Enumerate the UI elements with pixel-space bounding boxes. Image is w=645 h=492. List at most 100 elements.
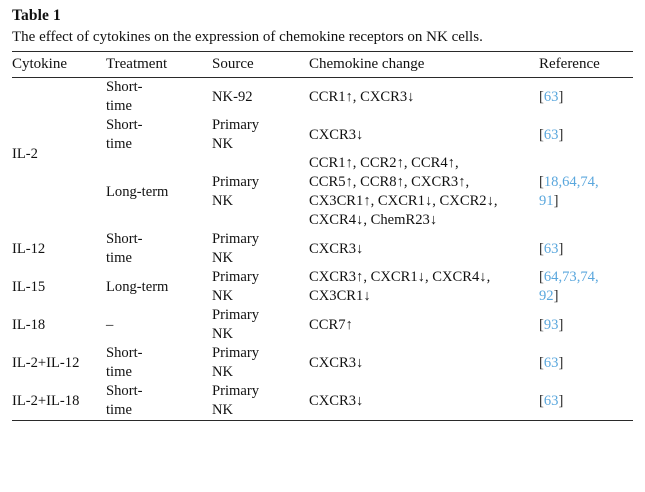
reference-separator: ,	[558, 174, 563, 190]
source-cell-line: Primary	[212, 307, 260, 323]
bracket-close: ]	[558, 354, 564, 371]
reference-citation: [93]	[539, 316, 637, 335]
cytokine-cell-line: IL-12	[12, 240, 46, 257]
column-header-chemokine-change: Chemokine change	[309, 56, 425, 72]
treatment-cell: Short-time	[106, 382, 212, 420]
reference-cell: [93]	[539, 306, 637, 344]
bracket-close: ]	[553, 288, 559, 304]
column-header-cytokine: Cytokine	[12, 56, 67, 72]
treatment-cell: Short-time	[106, 116, 212, 154]
source-cell-line: Primary	[212, 174, 260, 190]
bracket-open: [	[539, 354, 544, 371]
source-cell-line: NK	[212, 288, 234, 304]
table-bottom-rule	[12, 420, 633, 421]
reference-link[interactable]: 74	[580, 269, 595, 285]
reference-separator: ,	[594, 174, 599, 190]
bracket-open: [	[539, 269, 544, 285]
table-header: Cytokine Treatment Source Chemokine chan…	[12, 52, 637, 77]
source-cell-line: NK-92	[212, 88, 253, 105]
reference-link[interactable]: 73	[562, 269, 577, 285]
reference-citation: [63]	[539, 392, 637, 411]
treatment-cell-line: Long-term	[106, 183, 169, 200]
reference-cell: [63]	[539, 78, 637, 116]
chemokine-change-cell-line: CCR1↑, CCR2↑, CCR4↑,	[309, 155, 459, 171]
reference-line: [93]	[539, 316, 637, 335]
treatment-cell-line: time	[106, 98, 132, 114]
cytokine-cell-line: IL-18	[12, 316, 46, 333]
source-cell-line: Primary	[212, 231, 260, 247]
cytokine-cell: IL-2	[12, 78, 106, 230]
treatment-cell-line: time	[106, 250, 132, 266]
reference-link[interactable]: 63	[543, 88, 559, 105]
reference-link[interactable]: 74	[580, 174, 595, 190]
source-cell-line: Primary	[212, 345, 260, 361]
bracket-open: [	[539, 392, 544, 409]
cytokine-cell-line: IL-15	[12, 278, 46, 295]
reference-separator: ,	[576, 269, 581, 285]
source-cell: NK-92	[212, 78, 309, 116]
treatment-cell-line: Short-	[106, 345, 143, 361]
reference-citation: [63]	[539, 126, 637, 145]
cytokine-cell-line: 18	[64, 392, 80, 409]
reference-link[interactable]: 63	[543, 240, 559, 257]
reference-line: 91]	[539, 192, 637, 211]
treatment-cell-line: –	[106, 316, 114, 333]
column-header-reference: Reference	[539, 56, 600, 72]
reference-link[interactable]: 18	[543, 174, 559, 190]
reference-link[interactable]: 64	[562, 174, 577, 190]
reference-link[interactable]: 64	[543, 269, 559, 285]
chemokine-change-cell: CXCR3↑, CXCR1↓, CXCR4↓, CX3CR1↓	[309, 268, 539, 306]
treatment-cell-line: time	[106, 136, 132, 152]
reference-citation: [63]	[539, 354, 637, 373]
treatment-cell: Short-time	[106, 78, 212, 116]
reference-line: [64,73,74,	[539, 268, 637, 287]
reference-line: [63]	[539, 354, 637, 373]
chemokine-change-cell-line: CCR7↑	[309, 316, 353, 333]
chemokine-change-cell-line: CXCR3↑, CXCR1↓, CXCR4↓,	[309, 269, 491, 285]
reference-cell: [63]	[539, 382, 637, 420]
source-cell-line: NK	[212, 193, 234, 209]
table-label: Table 1	[12, 7, 61, 24]
source-cell-line: Primary	[212, 269, 260, 285]
source-cell-line: NK	[212, 364, 234, 380]
chemokine-change-cell: CXCR3↓	[309, 344, 539, 382]
reference-citation: [64,73,74,92]	[539, 268, 637, 306]
treatment-cell-line: time	[106, 364, 132, 380]
reference-citation: [63]	[539, 88, 637, 107]
chemokine-change-cell-line: CCR1↑, CXCR3↓	[309, 88, 415, 105]
treatment-cell: Short-time	[106, 344, 212, 382]
reference-link[interactable]: 92	[539, 288, 554, 304]
source-cell-line: NK	[212, 326, 234, 342]
reference-link[interactable]: 63	[543, 392, 559, 409]
reference-cell: [64,73,74,92]	[539, 268, 637, 306]
bracket-open: [	[539, 126, 544, 143]
bracket-close: ]	[558, 88, 564, 105]
reference-link[interactable]: 91	[539, 193, 554, 209]
reference-cell: [18,64,74,91]	[539, 154, 637, 230]
cytokine-cell-line: IL-2+IL-	[12, 354, 65, 371]
treatment-cell-line: Short-	[106, 79, 143, 95]
bracket-open: [	[539, 174, 544, 190]
bracket-close: ]	[558, 392, 564, 409]
chemokine-change-cell-line: CX3CR1↓	[309, 288, 371, 304]
reference-link[interactable]: 93	[543, 316, 559, 333]
header-row: Cytokine Treatment Source Chemokine chan…	[12, 52, 637, 77]
reference-line: [18,64,74,	[539, 173, 637, 192]
treatment-cell-line: time	[106, 402, 132, 418]
bracket-close: ]	[558, 240, 564, 257]
reference-link[interactable]: 63	[543, 126, 559, 143]
reference-cell: [63]	[539, 230, 637, 268]
source-cell-line: NK	[212, 136, 234, 152]
cytokine-cell-line: IL-2	[12, 145, 38, 162]
reference-link[interactable]: 63	[543, 354, 559, 371]
treatment-cell: –	[106, 306, 212, 344]
